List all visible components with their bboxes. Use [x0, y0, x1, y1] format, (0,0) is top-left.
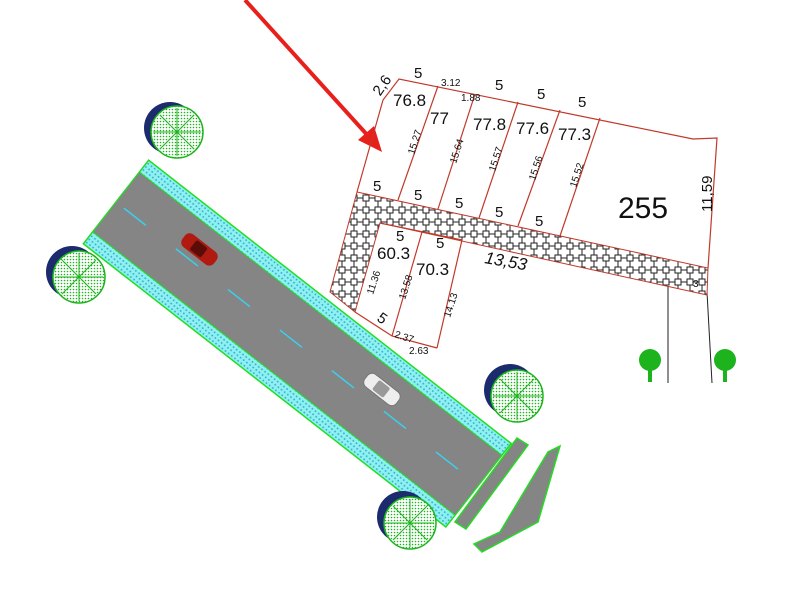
car-white [363, 372, 401, 407]
dim-label: 11.36 [365, 269, 383, 296]
dim-label: 15.52 [568, 161, 586, 189]
dim-label: 5 [414, 65, 422, 82]
plot-area-large: 255 [618, 192, 668, 225]
alley-line [706, 291, 713, 384]
dim-label: 5 [578, 94, 586, 111]
dim-label: 5 [535, 213, 543, 230]
plot-area: 76.8 [393, 91, 426, 110]
plot-area: 77.3 [558, 125, 591, 144]
lot-boundaries [354, 78, 718, 349]
median-strip [453, 436, 530, 531]
north-arrow-icon [243, 0, 382, 152]
dim-label: 13.58 [397, 273, 415, 301]
tree-icon [377, 491, 437, 550]
dim-label: 15.57 [487, 145, 505, 173]
road-end-ramp [472, 444, 562, 553]
small-tree-icon [714, 349, 736, 382]
car-red [181, 233, 218, 266]
dim-label: 1.88 [461, 93, 481, 104]
tree-icon [484, 364, 544, 423]
plot-area: 77.8 [473, 115, 506, 134]
plot-area: 77.6 [516, 119, 549, 138]
dim-label: 5 [495, 77, 503, 94]
dim-label: 2,6 [369, 72, 395, 99]
dim-label: 2.37 [393, 329, 415, 346]
dim-label: 5 [537, 86, 545, 103]
dim-label: 15.56 [527, 154, 545, 182]
plot-area: 70.3 [416, 260, 449, 279]
tree-icon [144, 102, 204, 159]
dim-label: 5 [436, 235, 444, 252]
dim-label: 5 [373, 178, 381, 195]
dim-label: 3 [693, 279, 699, 290]
dim-label: 5 [396, 228, 404, 245]
road [82, 159, 513, 529]
small-tree-icon [639, 349, 661, 382]
plot-area: 60.3 [377, 244, 410, 263]
dim-label: 11,59 [699, 176, 716, 212]
dim-label: 5 [495, 204, 503, 221]
dim-label: 15.64 [448, 137, 466, 165]
tree-icon [46, 246, 106, 304]
dim-label: 2.63 [409, 346, 429, 357]
dim-label: 3.12 [441, 78, 461, 89]
dim-label: 14.13 [442, 291, 460, 319]
dim-label: 15.27 [406, 128, 424, 156]
plot-area: 77 [430, 109, 449, 128]
dim-label: 5 [414, 187, 422, 204]
dim-label: 5 [455, 195, 463, 212]
